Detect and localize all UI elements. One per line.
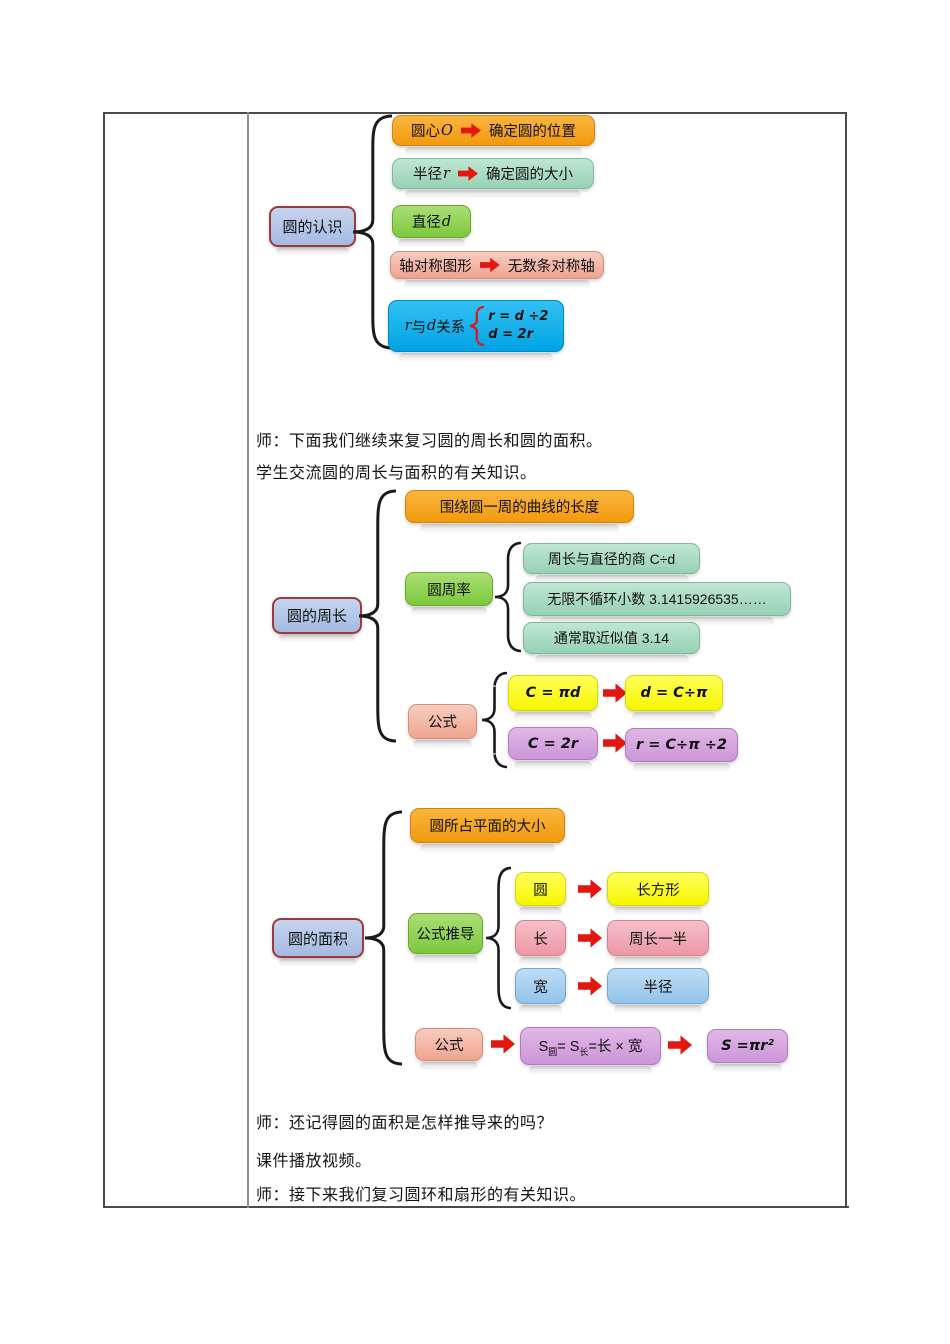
node-map-circle: 圆: [515, 872, 566, 916]
curly-brace: [358, 489, 396, 743]
table-border-left: [103, 112, 105, 1208]
node-label: 圆: [533, 882, 548, 899]
node-map-width: 宽: [515, 968, 566, 1014]
node-pi-fact-2: 无限不循环小数 3.1415926535……: [523, 582, 791, 626]
node-label: 宽: [533, 979, 548, 996]
node-map-length: 长: [515, 920, 566, 966]
curly-brace: [494, 541, 521, 653]
relation-formula-1: r = d ÷2: [488, 309, 549, 325]
node-map-half-circumference: 周长一半: [607, 920, 709, 966]
node-label: 公式推导: [416, 927, 475, 943]
node-label: 圆所占平面的大小: [429, 819, 546, 835]
node-label: 无限不循环小数 3.1415926535……: [547, 591, 767, 607]
node-axis-symmetry: 轴对称图形 无数条对称轴: [390, 251, 604, 289]
formula-text: S =πr²: [721, 1038, 774, 1054]
node-formula-d-c-pi: d = C÷π: [625, 675, 723, 721]
node-label: 半径: [413, 167, 443, 183]
node-label: 围绕圆一周的曲线的长度: [439, 500, 600, 516]
node-var: d: [427, 318, 437, 334]
node-label: 轴对称图形: [399, 258, 472, 275]
arrow-right-icon: [460, 123, 481, 138]
node-map-rectangle: 长方形: [607, 872, 709, 916]
node-formula-r-c-pi-2: r = C÷π ÷2: [625, 728, 738, 772]
node-var: d: [441, 213, 452, 230]
dialogue-line-5: 师：接下来我们复习圆环和扇形的有关知识。: [256, 1187, 587, 1204]
node-area-formula-final: S =πr²: [707, 1029, 788, 1073]
arrow-right-icon: [578, 976, 602, 996]
node-area-formula-expansion: S圆= S长=长 × 宽: [520, 1027, 661, 1075]
arrow-right-icon: [491, 1034, 515, 1054]
node-derivation-label: 公式推导: [408, 913, 483, 964]
node-label: 圆的面积: [287, 930, 348, 948]
node-circumference-root: 圆的周长: [272, 597, 362, 643]
node-label: 周长一半: [629, 931, 687, 948]
node-var: r: [404, 318, 412, 334]
node-pi-label: 圆周率: [405, 572, 493, 616]
table-border-right: [845, 112, 847, 1208]
arrow-right-icon: [578, 928, 602, 948]
node-label: 周长与直径的商 C÷d: [547, 550, 676, 567]
node-pi-fact-1: 周长与直径的商 C÷d: [523, 543, 700, 584]
node-label: 关系: [436, 319, 466, 336]
node-label: 圆的周长: [286, 608, 347, 625]
formula-text: d = C÷π: [640, 685, 708, 701]
table-border-top: [103, 112, 847, 114]
node-label: 公式: [428, 715, 457, 731]
node-formula-c-2r: C = 2r: [508, 727, 598, 770]
node-area-root: 圆的面积: [272, 918, 364, 967]
node-label: 直径: [411, 215, 441, 231]
node-formula-c-pid: C = πd: [508, 675, 598, 721]
node-label: 圆心: [411, 124, 441, 140]
dialogue-line-1: 师：下面我们继续来复习圆的周长和圆的面积。: [256, 433, 603, 450]
node-label: 长: [533, 931, 548, 948]
curly-brace: [485, 866, 511, 1010]
node-var: O: [441, 122, 453, 139]
node-label: 半径: [643, 979, 673, 996]
arrow-right-icon: [668, 1035, 692, 1055]
node-result: 确定圆的大小: [485, 167, 573, 183]
arrow-right-icon: [479, 257, 500, 273]
formula-text: S圆= S长=长 × 宽: [538, 1038, 643, 1057]
formula-text: C = πd: [525, 685, 581, 701]
node-map-radius: 半径: [607, 968, 709, 1014]
arrow-right-icon: [457, 166, 478, 181]
arrow-right-icon: [603, 733, 627, 753]
node-label: 公式: [434, 1038, 464, 1054]
node-result: 确定圆的位置: [488, 124, 576, 140]
formula-text: r = C÷π ÷2: [636, 737, 727, 753]
table-column-divider: [247, 112, 249, 1208]
curly-brace: [364, 810, 402, 1066]
node-circumference-formula-label: 公式: [408, 704, 477, 749]
node-area-formula-label: 公式: [415, 1028, 483, 1071]
node-pi-fact-3: 通常取近似值 3.14: [523, 622, 700, 664]
node-circle-recognition-root: 圆的认识: [269, 206, 356, 256]
arrow-right-icon: [578, 879, 602, 899]
node-result: 无数条对称轴: [507, 258, 595, 275]
dialogue-line-4: 课件播放视频。: [256, 1153, 372, 1170]
node-area-definition: 圆所占平面的大小: [410, 808, 565, 853]
curly-brace: [481, 671, 507, 769]
relation-formula-2: d = 2r: [488, 327, 534, 342]
arrow-right-icon: [603, 683, 627, 703]
table-border-bottom: [103, 1206, 849, 1208]
curly-brace-red: [469, 305, 485, 347]
node-circumference-definition: 围绕圆一周的曲线的长度: [405, 490, 634, 533]
node-label: 通常取近似值 3.14: [553, 630, 670, 646]
dialogue-line-3: 师：还记得圆的面积是怎样推导来的吗？: [256, 1115, 554, 1132]
formula-text: C = 2r: [527, 735, 579, 752]
node-label: 长方形: [636, 882, 680, 899]
node-var: r: [443, 165, 450, 182]
node-label: 圆周率: [427, 582, 471, 599]
dialogue-line-2: 学生交流圆的周长与面积的有关知识。: [256, 465, 537, 482]
node-label: 圆的认识: [282, 219, 343, 236]
curly-brace: [352, 114, 392, 350]
node-label: 与: [411, 319, 427, 336]
